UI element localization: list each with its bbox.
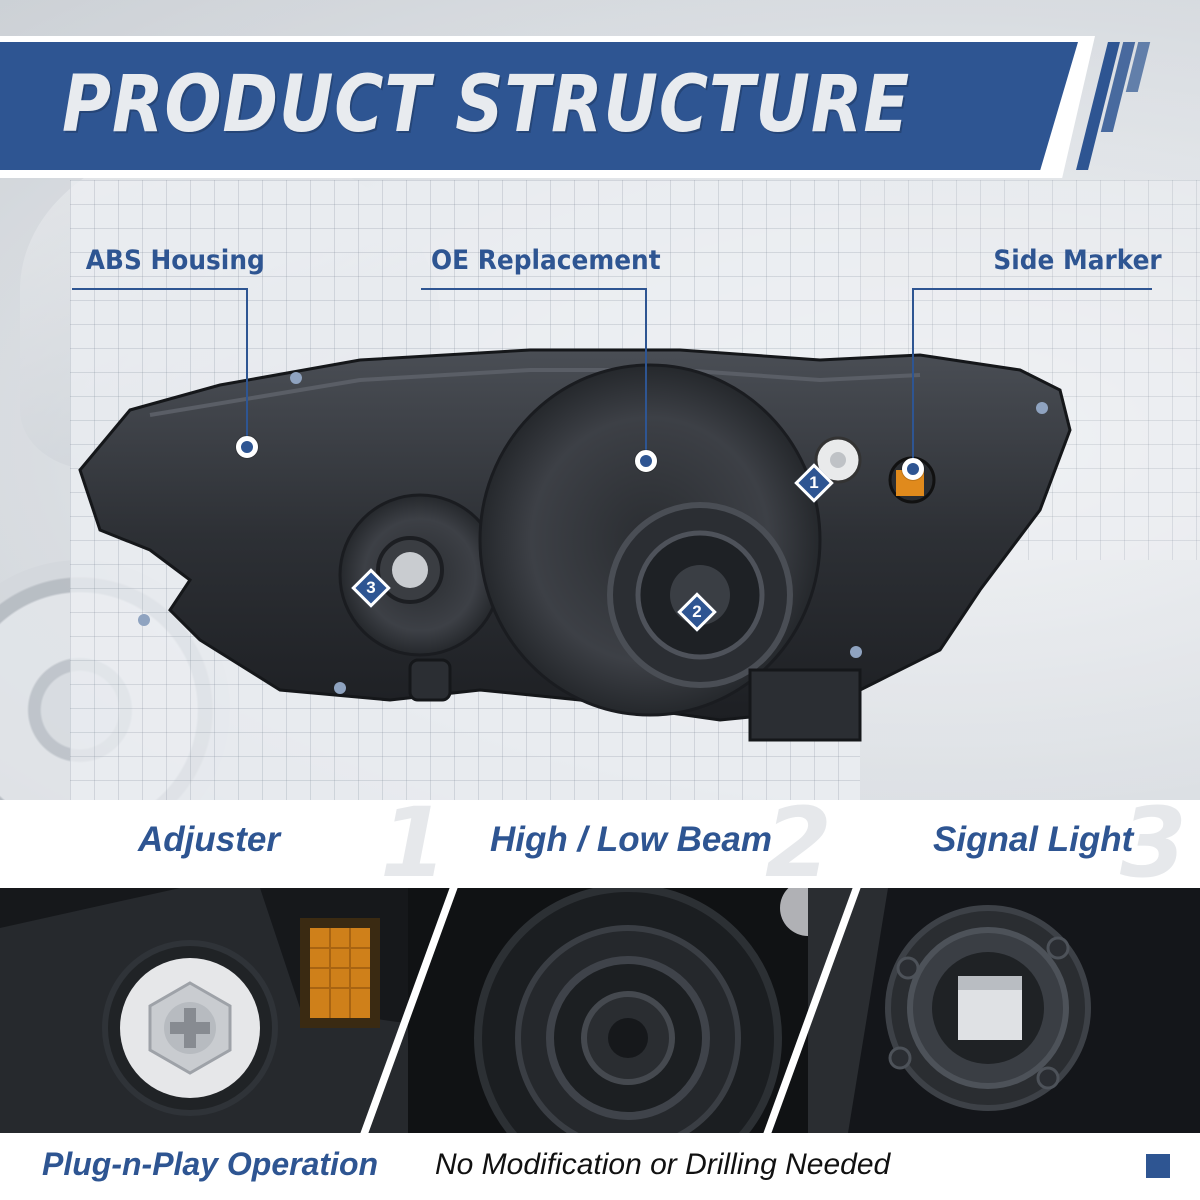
feature-number: 3: [1120, 787, 1187, 899]
feature-label-signal: Signal Light: [933, 820, 1134, 859]
feature-strip: [0, 800, 1200, 890]
callout-line: [421, 288, 647, 290]
footer-text: No Modification or Drilling Needed: [435, 1148, 891, 1181]
footer-square-icon: [1146, 1154, 1170, 1178]
marker-3: 3: [351, 568, 391, 608]
feature-label-adjuster: Adjuster: [138, 820, 280, 859]
marker-1: 1: [794, 463, 834, 503]
footer: [0, 1133, 1200, 1200]
callout-abs-housing: ABS Housing: [85, 245, 265, 276]
page-title: PRODUCT STRUCTURE: [62, 60, 911, 150]
feature-number: 1: [380, 787, 447, 899]
title-banner: [0, 42, 1078, 170]
photo-signal: [808, 888, 1200, 1133]
callout-pin: [635, 450, 657, 472]
footer-highlight: Plug-n-Play Operation: [42, 1146, 379, 1182]
callout-line: [912, 288, 1152, 290]
callout-pin: [902, 458, 924, 480]
callout-line: [246, 288, 248, 446]
callout-pin: [236, 436, 258, 458]
headlamp-image: [78, 348, 1072, 742]
callout-oe-replacement: OE Replacement: [430, 245, 661, 276]
marker-2: 2: [677, 592, 717, 632]
callout-line: [645, 288, 647, 460]
feature-label-beam: High / Low Beam: [490, 820, 772, 859]
photo-adjuster: [0, 888, 440, 1133]
feature-number: 2: [765, 787, 832, 899]
callout-line: [72, 288, 248, 290]
photo-beam: [408, 888, 828, 1133]
callout-line: [912, 288, 914, 466]
callout-side-marker: Side Marker: [993, 245, 1162, 276]
